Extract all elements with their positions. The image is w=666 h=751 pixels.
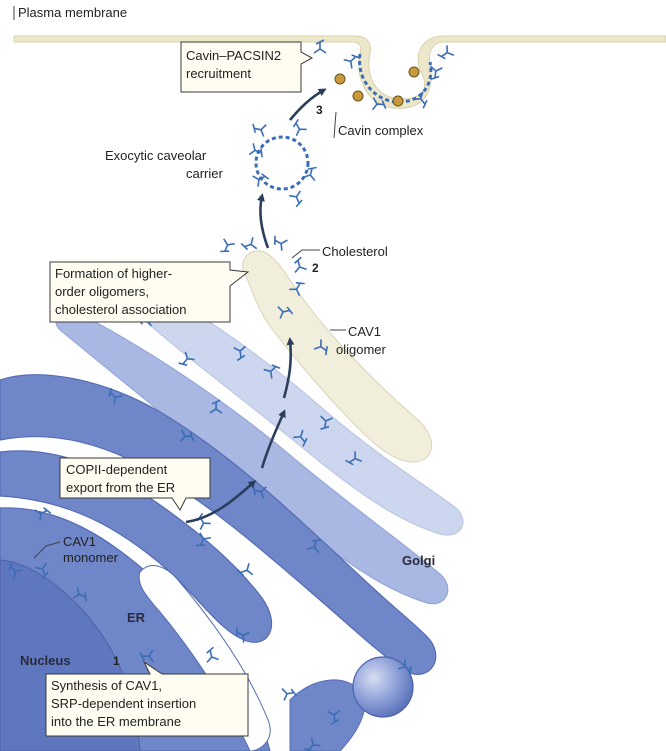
leader-cholesterol xyxy=(292,250,320,258)
step-number-3: 3 xyxy=(316,103,323,117)
arrow-to-carrier xyxy=(260,196,268,248)
cavin-complex-icon xyxy=(353,91,363,101)
callout-line: Formation of higher- xyxy=(55,266,172,281)
cav1-glyph xyxy=(436,45,454,62)
er-label: ER xyxy=(127,610,146,625)
vesicle xyxy=(353,657,413,717)
callout-line: recruitment xyxy=(186,66,251,81)
cav1-glyph xyxy=(251,122,266,136)
step-number-2: 2 xyxy=(312,261,319,275)
cav1-glyph xyxy=(218,239,234,256)
step-number-1: 1 xyxy=(113,654,120,668)
monomer-label-line: CAV1 xyxy=(63,534,96,549)
cavin-complex-icon xyxy=(393,96,403,106)
callout-line: cholesterol association xyxy=(55,302,187,317)
callout-cavin-pacsin2: Cavin–PACSIN2 recruitment xyxy=(181,42,312,92)
cav1-glyph xyxy=(241,237,257,253)
callout-line: Cavin–PACSIN2 xyxy=(186,48,281,63)
callout-line: COPII-dependent xyxy=(66,462,168,477)
carrier-label-line: Exocytic caveolar xyxy=(105,148,207,163)
callout-line: export from the ER xyxy=(66,480,175,495)
plasma-membrane: Plasma membrane xyxy=(14,5,666,108)
cavin-complex-label: Cavin complex xyxy=(338,123,424,138)
cav1-glyph xyxy=(292,257,307,273)
exocytic-caveolar-carrier xyxy=(256,137,308,189)
callout-line: Synthesis of CAV1, xyxy=(51,678,162,693)
callout-line: into the ER membrane xyxy=(51,714,181,729)
callout-line: order oligomers, xyxy=(55,284,149,299)
cav1-glyph xyxy=(270,234,287,251)
carrier-label-line: carrier xyxy=(186,166,224,181)
cav1-glyph xyxy=(289,191,305,208)
cholesterol-label: Cholesterol xyxy=(322,244,388,259)
cavin-complex-icon xyxy=(409,67,419,77)
leader-cavin xyxy=(334,112,336,138)
golgi-label: Golgi xyxy=(402,553,435,568)
callout-formation: Formation of higher- order oligomers, ch… xyxy=(50,262,248,322)
oligomer-label-line: oligomer xyxy=(336,342,387,357)
oligomer-label-line: CAV1 xyxy=(348,324,381,339)
nucleus-label: Nucleus xyxy=(20,653,71,668)
cavin-complex-icon xyxy=(335,74,345,84)
membrane-shape xyxy=(14,36,666,108)
monomer-label-line: monomer xyxy=(63,550,119,565)
plasma-membrane-label: Plasma membrane xyxy=(18,5,127,20)
cav1-glyph xyxy=(290,118,307,135)
callout-line: SRP-dependent insertion xyxy=(51,696,196,711)
